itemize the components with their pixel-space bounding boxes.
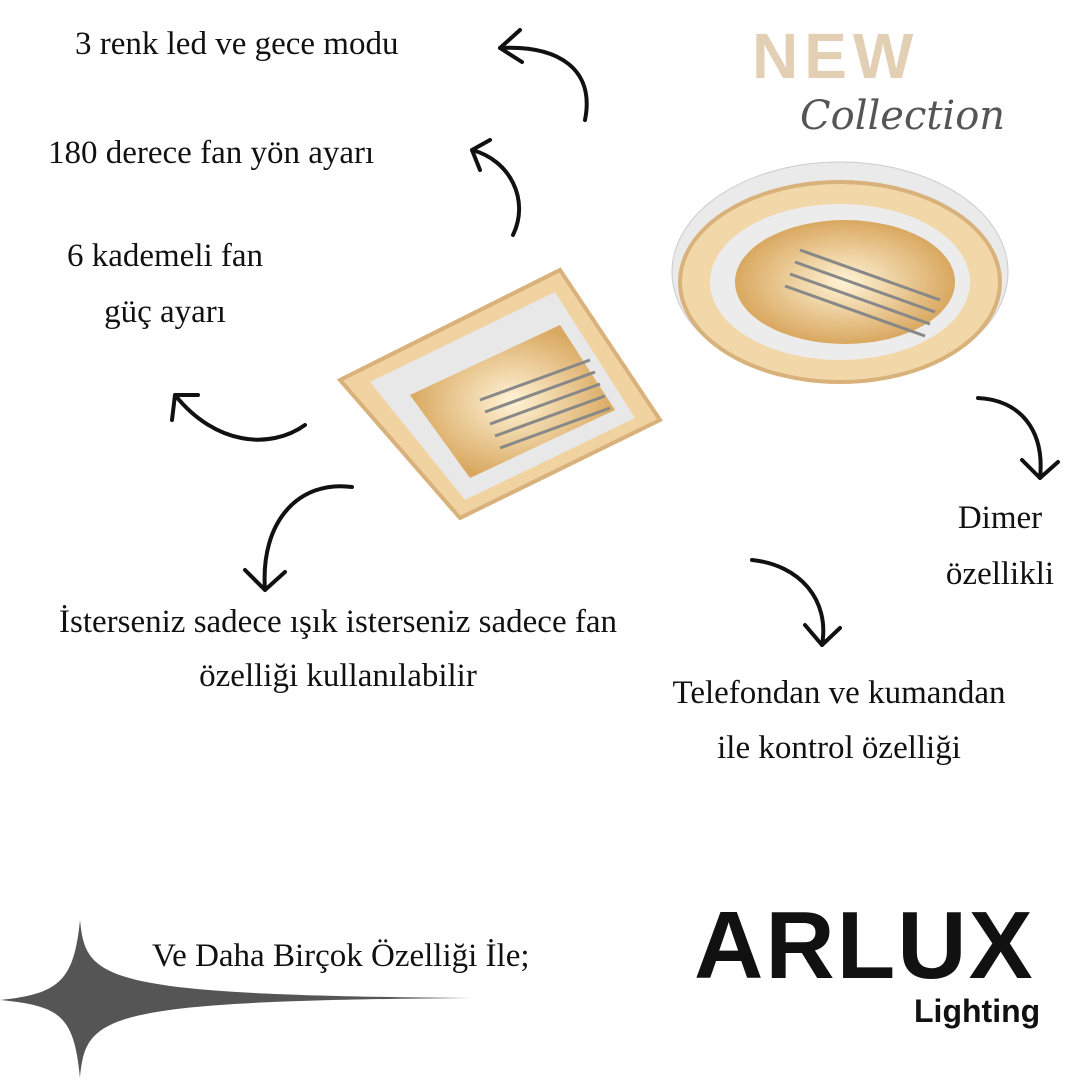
- arrow-icon: [976, 396, 1060, 480]
- arrow-icon: [170, 393, 307, 442]
- collection-script: Collection: [800, 93, 1006, 139]
- new-badge: NEW: [752, 20, 920, 92]
- tagline: Ve Daha Birçok Özelliği İle;: [152, 938, 530, 974]
- feature-mode-2: özelliği kullanılabilir: [199, 658, 477, 694]
- feature-control-2: ile kontrol özelliği: [717, 730, 961, 766]
- feature-control-1: Telefondan ve kumandan: [672, 675, 1006, 711]
- feature-dimmer-2: özellikli: [945, 556, 1055, 592]
- feature-mode-1: İsterseniz sadece ışık isterseniz sadece…: [59, 604, 617, 640]
- feature-speed-2: güç ayarı: [104, 294, 226, 330]
- round-ceiling-fan-lamp: [671, 161, 1009, 384]
- feature-led: 3 renk led ve gece modu: [75, 26, 399, 62]
- square-ceiling-fan-lamp: [336, 267, 663, 521]
- arrow-icon: [750, 558, 842, 647]
- brand-logo: ARLUX: [694, 892, 1035, 999]
- sparkle-icon: [0, 920, 470, 1078]
- arrow-icon: [243, 484, 354, 592]
- feature-direction: 180 derece fan yön ayarı: [48, 135, 375, 171]
- arrow-icon: [498, 28, 589, 122]
- brand-subtitle: Lighting: [914, 993, 1041, 1029]
- arrow-icon: [470, 138, 522, 237]
- feature-speed-1: 6 kademeli fan: [66, 238, 264, 274]
- feature-dimmer-1: Dimer: [957, 500, 1043, 536]
